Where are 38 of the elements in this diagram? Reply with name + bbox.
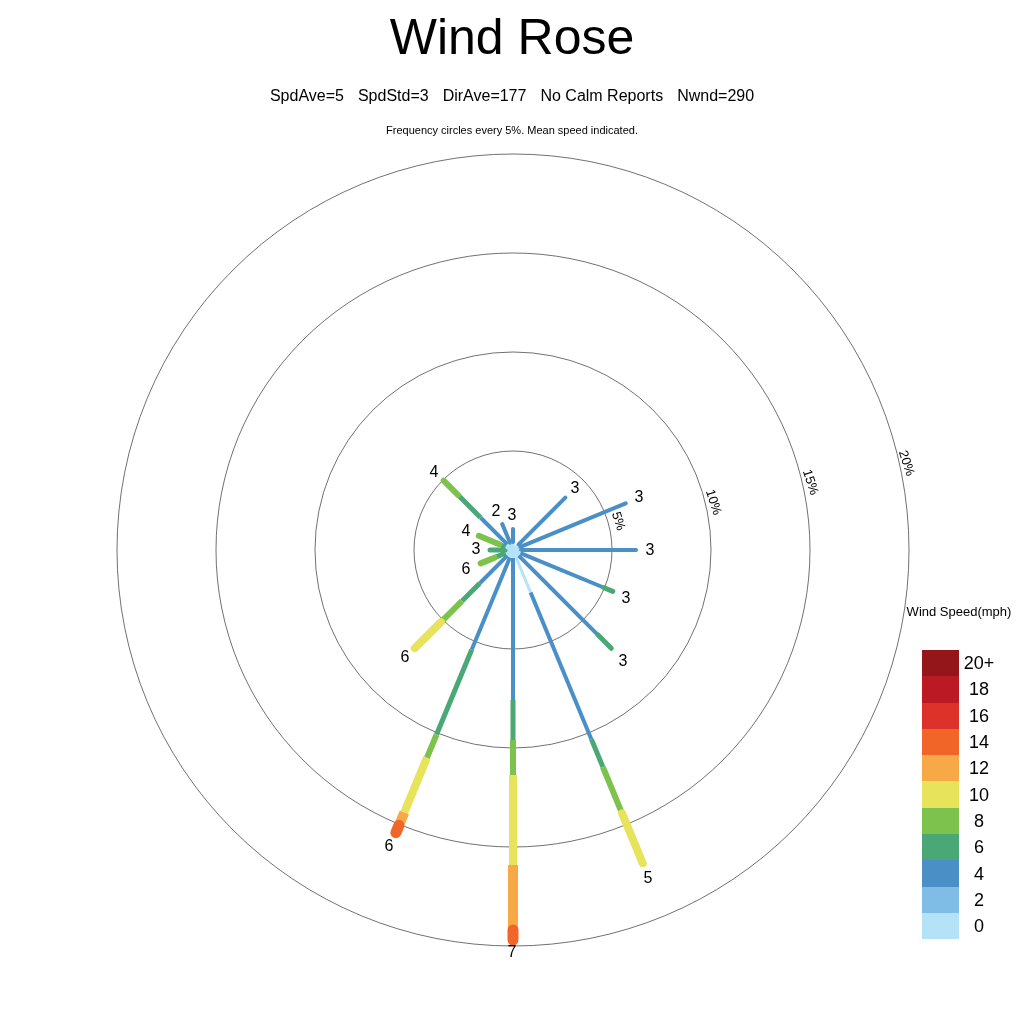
mean-speed-label: 3 (570, 480, 580, 496)
ring-label: 10% (703, 487, 725, 517)
ring-label: 20% (896, 448, 918, 478)
ring-label: 15% (800, 467, 822, 497)
mean-speed-label: 3 (471, 541, 481, 557)
statistic-text: Nwnd=290 (677, 86, 755, 106)
mean-speed-label: 4 (461, 523, 471, 539)
mean-speed-label: 6 (384, 838, 394, 854)
legend-label: 8 (973, 811, 985, 830)
legend-label: 2 (973, 890, 985, 909)
mean-speed-label: 6 (400, 649, 410, 665)
mean-speed-label: 7 (507, 944, 517, 960)
mean-speed-label: 3 (634, 489, 644, 505)
note-text: Frequency circles every 5%. Mean speed indicated. (386, 124, 638, 138)
mean-speed-label: 6 (461, 561, 471, 577)
mean-speed-label: 2 (491, 503, 501, 519)
legend-label: 14 (968, 733, 990, 752)
legend-label: 12 (968, 759, 990, 778)
legend-label: 0 (973, 917, 985, 936)
mean-speed-label: 3 (507, 507, 517, 523)
statistic-text: No Calm Reports (540, 86, 664, 106)
legend-label: 16 (968, 706, 990, 725)
mean-speed-label: 5 (643, 870, 653, 886)
chart-title: Wind Rose (389, 12, 635, 62)
mean-speed-label: 3 (618, 653, 628, 669)
mean-speed-label: 4 (429, 464, 439, 480)
legend-label: 4 (973, 864, 985, 883)
statistic-text: DirAve=177 (442, 86, 527, 106)
legend-label: 6 (973, 838, 985, 857)
mean-speed-label: 3 (621, 590, 631, 606)
legend-label: 20+ (962, 654, 996, 673)
statistic-text: SpdStd=3 (357, 86, 429, 106)
legend-label: 10 (968, 785, 990, 804)
legend-title: Wind Speed(mph) (906, 604, 1012, 618)
statistic-text: SpdAve=5 (269, 86, 344, 106)
mean-speed-label: 3 (645, 542, 655, 558)
legend-label: 18 (968, 680, 990, 699)
ring-label: 5% (609, 510, 629, 532)
